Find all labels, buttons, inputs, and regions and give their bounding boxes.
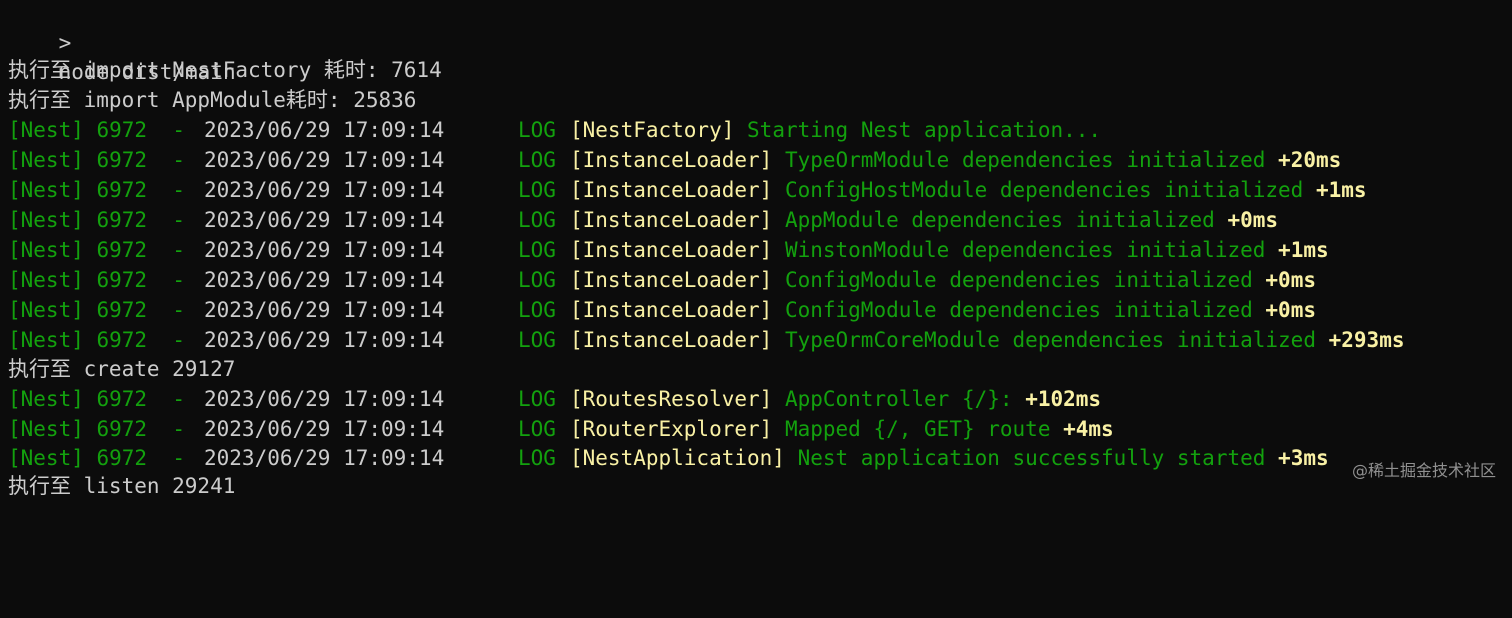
log-duration: +0ms	[1227, 208, 1279, 232]
log-message: Mapped {/, GET} route	[784, 417, 1051, 441]
log-timestamp: 2023/06/29 17:09:14	[204, 328, 445, 352]
log-message: TypeOrmCoreModule dependencies initializ…	[784, 328, 1316, 352]
log-context: [InstanceLoader] TypeOrmCoreModule depen…	[570, 328, 1405, 352]
log-prefix: [Nest] 6972 -	[8, 387, 186, 411]
log-context: [InstanceLoader] ConfigModule dependenci…	[570, 268, 1316, 292]
log-timestamp: 2023/06/29 17:09:14	[204, 446, 445, 470]
log-timestamp: 2023/06/29 17:09:14	[204, 118, 445, 142]
log-message: ConfigModule dependencies initialized	[784, 268, 1253, 292]
log-line: [Nest] 6972 - 2023/06/29 17:09:14 LOG [I…	[8, 206, 1278, 235]
log-prefix: [Nest] 6972 -	[8, 446, 186, 470]
log-level: LOG	[518, 446, 556, 470]
log-timestamp: 2023/06/29 17:09:14	[204, 238, 445, 262]
log-level: LOG	[518, 238, 556, 262]
log-prefix: [Nest] 6972 -	[8, 417, 186, 441]
log-prefix: [Nest] 6972 -	[8, 268, 186, 292]
terminal-window[interactable]: > node dist/main 执行至 import NestFactory …	[0, 0, 1512, 498]
log-prefix: [Nest] 6972 -	[8, 328, 186, 352]
log-context: [NestFactory] Starting Nest application.…	[570, 118, 1102, 142]
log-timestamp: 2023/06/29 17:09:14	[204, 208, 445, 232]
log-line: [Nest] 6972 - 2023/06/29 17:09:14 LOG [R…	[8, 415, 1114, 444]
timing-line-listen: 执行至 listen 29241	[8, 474, 236, 498]
log-line: [Nest] 6972 - 2023/06/29 17:09:14 LOG [I…	[8, 176, 1367, 205]
log-context: [InstanceLoader] ConfigModule dependenci…	[570, 298, 1316, 322]
log-message: WinstonModule dependencies initialized	[784, 238, 1266, 262]
log-prefix: [Nest] 6972 -	[8, 178, 186, 202]
prompt-line: > node dist/main	[8, 0, 236, 84]
log-timestamp: 2023/06/29 17:09:14	[204, 178, 445, 202]
log-timestamp: 2023/06/29 17:09:14	[204, 298, 445, 322]
log-context: [InstanceLoader] ConfigHostModule depend…	[570, 178, 1367, 202]
log-level: LOG	[518, 208, 556, 232]
log-duration: +20ms	[1278, 148, 1342, 172]
log-message: Nest application successfully started	[797, 446, 1266, 470]
log-level: LOG	[518, 118, 556, 142]
log-duration: +4ms	[1063, 417, 1114, 441]
log-level: LOG	[518, 328, 556, 352]
log-timestamp: 2023/06/29 17:09:14	[204, 387, 445, 411]
log-message: TypeOrmModule dependencies initialized	[784, 148, 1266, 172]
log-context: [InstanceLoader] TypeOrmModule dependenc…	[570, 148, 1342, 172]
timing-line-create: 执行至 create 29127	[8, 357, 236, 381]
log-level: LOG	[518, 387, 556, 411]
log-message: AppModule dependencies initialized	[784, 208, 1215, 232]
log-context: [InstanceLoader] WinstonModule dependenc…	[570, 238, 1329, 262]
log-line: [Nest] 6972 - 2023/06/29 17:09:14 LOG [I…	[8, 266, 1316, 295]
log-message: AppController {/}:	[784, 387, 1013, 411]
log-duration: +3ms	[1278, 446, 1329, 470]
log-line: [Nest] 6972 - 2023/06/29 17:09:14 LOG [I…	[8, 326, 1404, 355]
log-context: [RouterExplorer] Mapped {/, GET} route +…	[570, 417, 1114, 441]
log-level: LOG	[518, 268, 556, 292]
log-line: [Nest] 6972 - 2023/06/29 17:09:14 LOG [R…	[8, 385, 1101, 414]
watermark-text: @稀土掘金技术社区	[1351, 461, 1496, 480]
log-level: LOG	[518, 417, 556, 441]
timing-line-import-app: 执行至 import AppModule耗时: 25836	[8, 88, 417, 112]
log-line: [Nest] 6972 - 2023/06/29 17:09:14 LOG [N…	[8, 444, 1329, 473]
log-level: LOG	[518, 148, 556, 172]
prompt-command: node dist/main	[58, 60, 236, 84]
log-prefix: [Nest] 6972 -	[8, 118, 186, 142]
log-context: [RoutesResolver] AppController {/}: +102…	[570, 387, 1102, 411]
log-prefix: [Nest] 6972 -	[8, 238, 186, 262]
log-duration: +1ms	[1278, 238, 1329, 262]
log-context: [InstanceLoader] AppModule dependencies …	[570, 208, 1279, 232]
log-duration: +0ms	[1265, 268, 1316, 292]
log-timestamp: 2023/06/29 17:09:14	[204, 148, 445, 172]
log-level: LOG	[518, 298, 556, 322]
log-duration: +102ms	[1025, 387, 1102, 411]
timing-line-import-nest: 执行至 import NestFactory 耗时: 7614	[8, 58, 442, 82]
log-prefix: [Nest] 6972 -	[8, 148, 186, 172]
log-duration: +293ms	[1328, 328, 1405, 352]
log-line: [Nest] 6972 - 2023/06/29 17:09:14 LOG [N…	[8, 116, 1101, 145]
log-prefix: [Nest] 6972 -	[8, 298, 186, 322]
log-context: [NestApplication] Nest application succe…	[570, 446, 1329, 470]
log-prefix: [Nest] 6972 -	[8, 208, 186, 232]
log-level: LOG	[518, 178, 556, 202]
log-line: [Nest] 6972 - 2023/06/29 17:09:14 LOG [I…	[8, 236, 1329, 265]
log-timestamp: 2023/06/29 17:09:14	[204, 417, 445, 441]
log-message: ConfigHostModule dependencies initialize…	[784, 178, 1304, 202]
log-duration: +1ms	[1315, 178, 1367, 202]
prompt-symbol: >	[58, 31, 72, 55]
log-line: [Nest] 6972 - 2023/06/29 17:09:14 LOG [I…	[8, 296, 1316, 325]
log-line: [Nest] 6972 - 2023/06/29 17:09:14 LOG [I…	[8, 146, 1341, 175]
log-message: ConfigModule dependencies initialized	[784, 298, 1253, 322]
log-timestamp: 2023/06/29 17:09:14	[204, 268, 445, 292]
log-message: Starting Nest application...	[747, 118, 1102, 142]
log-duration: +0ms	[1265, 298, 1316, 322]
